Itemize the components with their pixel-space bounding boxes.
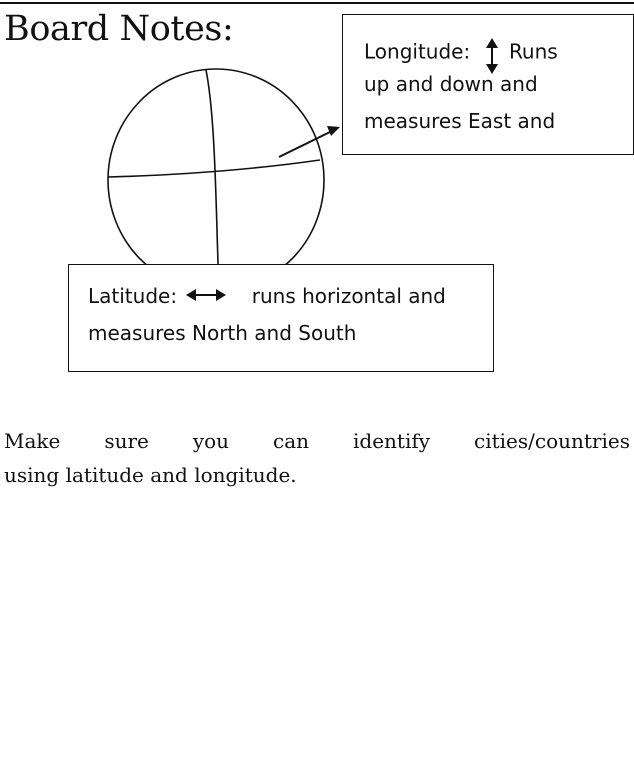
longitude-line-3: measures East and [364, 109, 556, 133]
paragraph-line-2: using latitude and longitude. [4, 463, 297, 487]
latitude-label: Latitude: [88, 284, 178, 308]
latitude-line-2: measures North and South [88, 321, 357, 345]
longitude-runs-text: Runs [508, 39, 558, 64]
latitude-line-1: Latitude: runs horizontal and [88, 282, 493, 319]
longitude-note-box: Longitude: Runs up and down and measures… [342, 14, 634, 155]
top-border-rule [0, 2, 634, 4]
globe-latitude-line [107, 159, 321, 178]
longitude-label: Longitude: [364, 39, 471, 64]
up-down-arrow-icon [481, 36, 503, 76]
latitude-note-box: Latitude: runs horizontal and measures N… [68, 264, 494, 372]
globe-longitude-line [205, 69, 220, 292]
globe-outline [107, 68, 325, 292]
pointer-arrow-icon [278, 126, 340, 158]
globe-icon [107, 68, 325, 292]
instruction-paragraph: Make sure you can identify cities/countr… [4, 424, 630, 492]
paragraph-line-1: Make sure you can identify cities/countr… [4, 429, 630, 453]
left-right-arrow-icon [185, 282, 227, 301]
page-title: Board Notes: [4, 9, 234, 49]
longitude-line-1: Longitude: Runs [364, 33, 633, 74]
longitude-line-2: up and down and [364, 72, 538, 96]
latitude-runs-text: runs horizontal and [251, 284, 446, 308]
